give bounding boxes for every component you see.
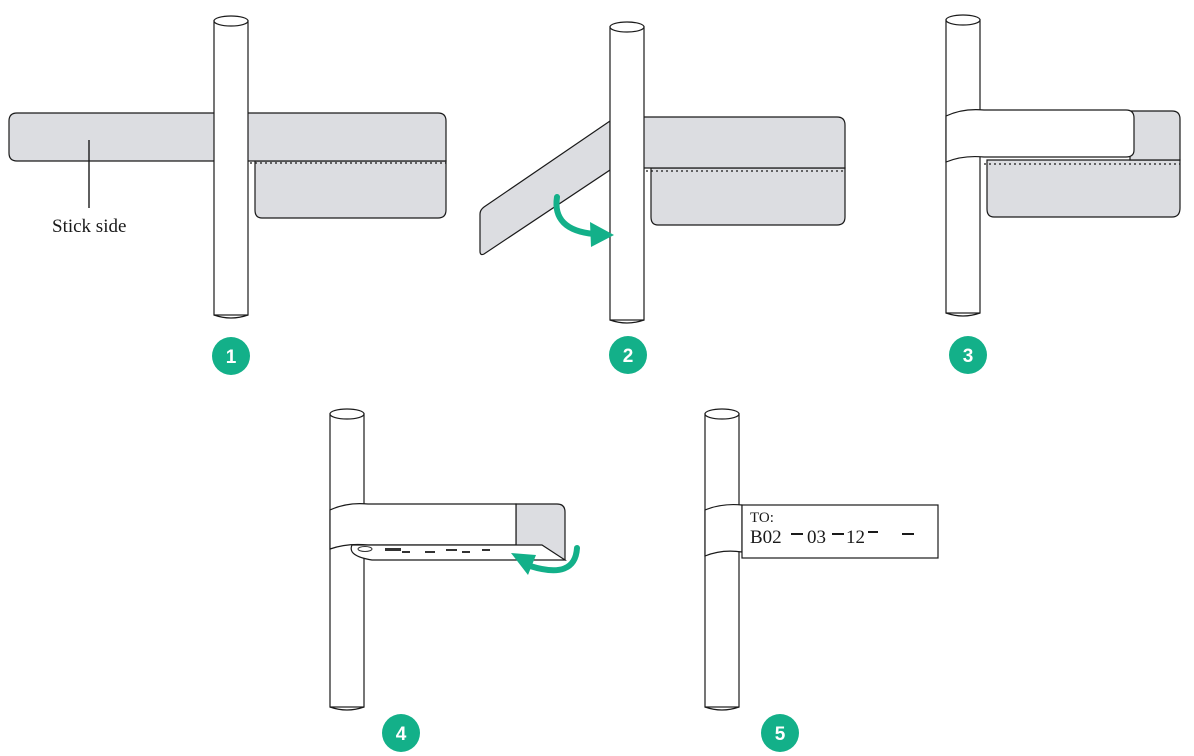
cable-pole-top bbox=[945, 14, 981, 26]
label-code-part-3: 12 bbox=[846, 527, 865, 548]
step-badge-3 bbox=[949, 336, 987, 374]
finished-label bbox=[741, 504, 939, 559]
cable-pole bbox=[329, 413, 365, 708]
label-dash bbox=[902, 533, 914, 535]
cable-pole-top bbox=[704, 408, 740, 420]
step-badge-3-number: 3 bbox=[963, 346, 974, 367]
label-lower-flap bbox=[254, 160, 447, 219]
label-folding-flap bbox=[479, 119, 611, 256]
label-to-text: TO: bbox=[750, 510, 774, 526]
step-badge-4-number: 4 bbox=[396, 724, 407, 745]
step-2: 2 bbox=[479, 21, 846, 374]
label-code-part-1: B02 bbox=[750, 527, 782, 548]
cable-pole-top bbox=[329, 408, 365, 420]
label-wrapped-front bbox=[945, 109, 1135, 163]
cable-pole-bottom bbox=[945, 312, 981, 317]
label-print-marks bbox=[357, 546, 490, 553]
label-wrapped-front bbox=[329, 503, 517, 550]
label-band bbox=[704, 503, 743, 557]
curved-arrow-head bbox=[590, 222, 614, 247]
label-strip bbox=[639, 116, 846, 169]
step-3: 3 bbox=[945, 14, 1181, 374]
cable-pole bbox=[609, 26, 645, 321]
step-badge-5-number: 5 bbox=[775, 724, 786, 745]
step-badge-1 bbox=[212, 337, 250, 375]
step-badge-4 bbox=[382, 714, 420, 752]
step-badge-5 bbox=[761, 714, 799, 752]
cable-pole bbox=[213, 20, 249, 316]
curved-arrow-icon bbox=[527, 545, 580, 574]
step-badge-1-number: 1 bbox=[226, 347, 237, 368]
label-dash bbox=[832, 533, 844, 535]
label-lower-flap bbox=[650, 167, 846, 226]
label-code-part-2: 03 bbox=[807, 527, 826, 548]
cable-pole-bottom bbox=[329, 706, 365, 711]
step-badge-2 bbox=[609, 336, 647, 374]
cable-pole-bottom bbox=[609, 319, 645, 324]
label-dash bbox=[791, 533, 803, 535]
cable-pole-bottom bbox=[704, 706, 740, 711]
step-1: Stick side 1 bbox=[8, 15, 447, 375]
cable-pole bbox=[704, 413, 740, 708]
step-badge-2-number: 2 bbox=[623, 346, 634, 367]
step-4: 4 bbox=[329, 408, 580, 752]
label-dash bbox=[868, 531, 878, 533]
label-back-end bbox=[1129, 110, 1181, 161]
step-5: TO: B02 03 12 5 bbox=[704, 408, 939, 752]
curved-arrow-icon bbox=[553, 194, 597, 237]
cable-pole-top bbox=[213, 15, 249, 27]
stick-side-label: Stick side bbox=[52, 216, 126, 237]
label-lower-flap bbox=[986, 159, 1181, 218]
cable-pole-bottom bbox=[213, 314, 249, 319]
cable-pole-top bbox=[609, 21, 645, 33]
cable-pole bbox=[945, 19, 981, 314]
curved-arrow-head bbox=[511, 553, 536, 575]
